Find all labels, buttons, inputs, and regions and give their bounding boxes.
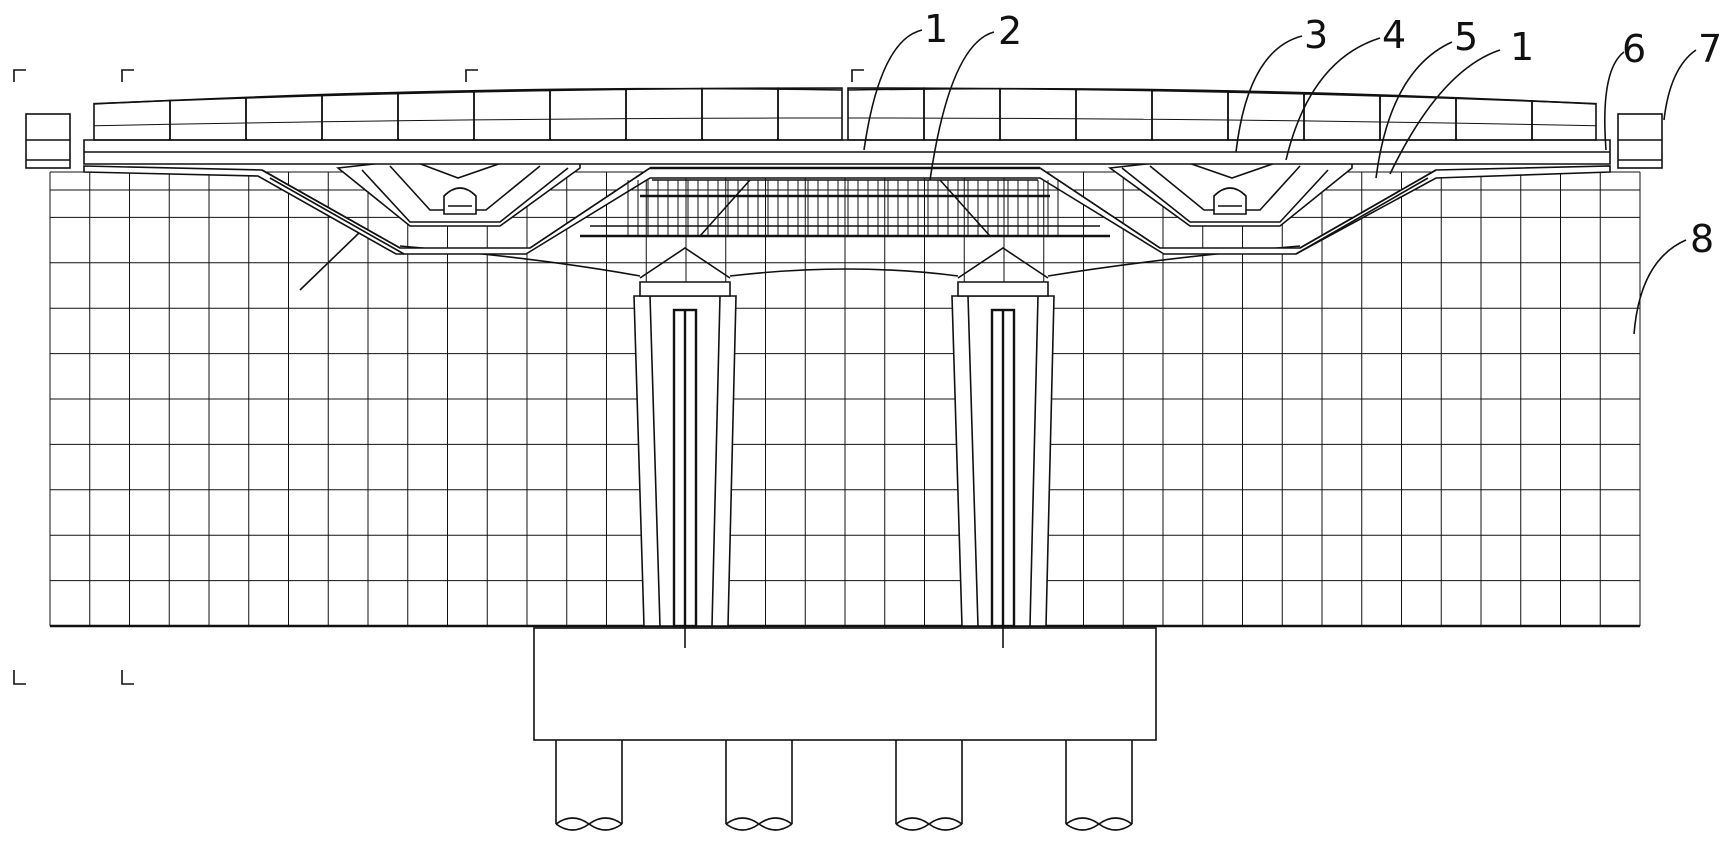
deck-panel xyxy=(625,87,703,141)
pile-cap xyxy=(533,627,1157,741)
center-truss xyxy=(529,166,1161,249)
deck-panel-seam xyxy=(1303,120,1381,123)
deck-panel xyxy=(1075,88,1153,141)
callout-5: 5 xyxy=(1454,15,1478,59)
leader-lines xyxy=(863,29,1697,335)
deck-panel-seam xyxy=(321,120,399,123)
callout-2: 2 xyxy=(998,9,1022,53)
deck-panel-seam xyxy=(1227,119,1305,122)
deck-panel xyxy=(777,87,843,141)
callout-8: 8 xyxy=(1690,217,1714,261)
pile xyxy=(1065,740,1133,831)
deck-panel xyxy=(93,99,171,141)
pile xyxy=(895,740,963,831)
deck-panel xyxy=(321,92,399,141)
deck-panel xyxy=(1151,89,1229,141)
deck-panel xyxy=(245,94,323,141)
deck-panel xyxy=(999,87,1077,141)
deck-panel-seam xyxy=(169,122,247,125)
deck-panel-seam xyxy=(1151,118,1229,121)
deck-panel xyxy=(1455,97,1533,141)
callout-labels: 1 2 3 4 5 1 6 7 8 xyxy=(924,7,1722,261)
deck-panel xyxy=(1303,93,1381,141)
deck-panel-seam xyxy=(1075,118,1153,120)
deck-panel-seam xyxy=(93,123,171,127)
callout-3: 3 xyxy=(1304,13,1328,57)
deck-panel xyxy=(473,89,551,141)
pier-right xyxy=(951,247,1055,648)
deck-panel xyxy=(1531,100,1597,141)
crop-marks xyxy=(13,69,864,685)
deck-panel-seam xyxy=(245,121,323,124)
inner-box-left xyxy=(336,159,581,227)
deck-panel-seam xyxy=(1455,122,1533,126)
deck-panel-seam xyxy=(1531,124,1597,127)
callout-1b: 1 xyxy=(1510,25,1534,69)
edge-curb-left xyxy=(25,113,71,169)
piles xyxy=(555,740,1133,831)
pile xyxy=(555,740,623,831)
deck-panel xyxy=(1379,95,1457,141)
pile xyxy=(725,740,793,831)
edge-curb-right xyxy=(1617,113,1663,169)
formwork xyxy=(83,139,1611,165)
callout-7: 7 xyxy=(1698,27,1722,71)
inner-box-right xyxy=(1107,159,1353,227)
deck-panel xyxy=(397,90,475,141)
deck-panel xyxy=(549,88,627,141)
scaffold-grid xyxy=(49,171,1641,628)
pier-left xyxy=(633,247,737,648)
deck-panel-seam xyxy=(549,118,627,120)
callout-4: 4 xyxy=(1382,13,1406,57)
deck-panels xyxy=(93,87,1597,141)
deck-panel xyxy=(847,87,925,141)
deck-panel xyxy=(923,87,1001,141)
deck-panel xyxy=(701,87,779,141)
deck-panel-seam xyxy=(473,118,551,121)
deck-panel xyxy=(169,97,247,141)
callout-6: 6 xyxy=(1622,27,1646,71)
callout-1a: 1 xyxy=(924,7,948,51)
deck-panel-seam xyxy=(397,119,475,122)
